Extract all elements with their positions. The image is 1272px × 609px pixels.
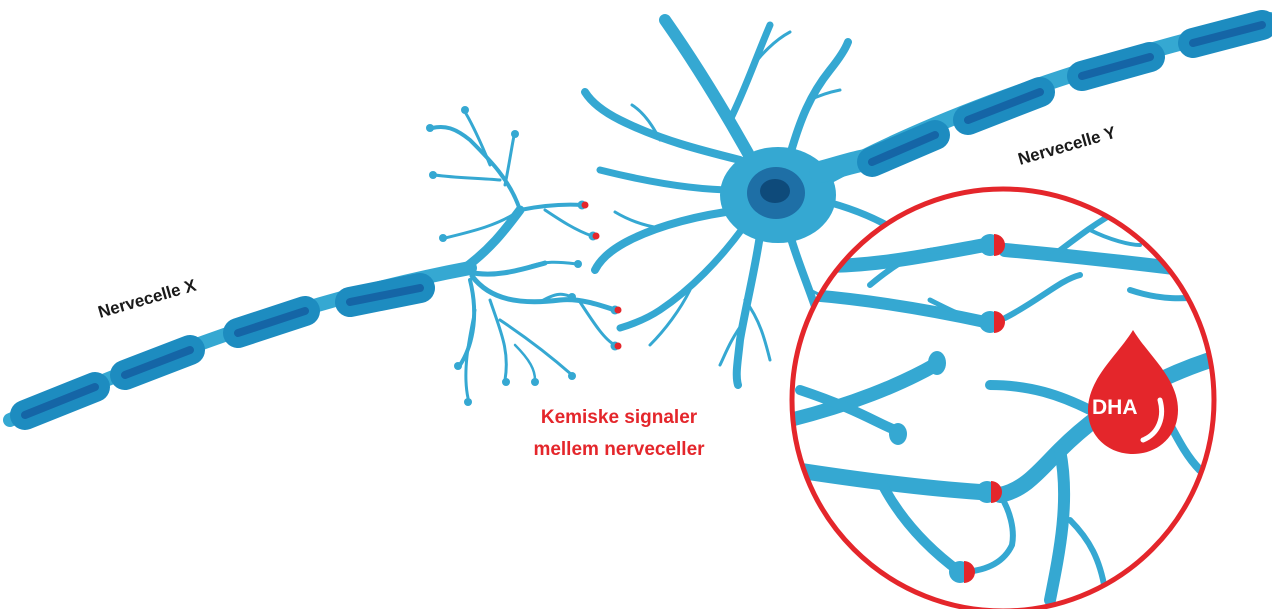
dha-label: DHA — [1092, 396, 1138, 419]
dendrite-tips — [426, 106, 582, 406]
nerve-cell-x-dendrites — [432, 112, 615, 398]
nerve-cell-y-label: Nervecelle Y — [1016, 123, 1119, 169]
chemical-signals-label-line1: Kemiske signaler — [541, 407, 698, 428]
nucleolus — [760, 179, 790, 203]
nerve-cell-x-label: Nervecelle X — [96, 276, 199, 322]
nerve-cell-x-axon — [10, 268, 470, 420]
chemical-signals-label-line2: mellem nerveceller — [533, 439, 705, 460]
